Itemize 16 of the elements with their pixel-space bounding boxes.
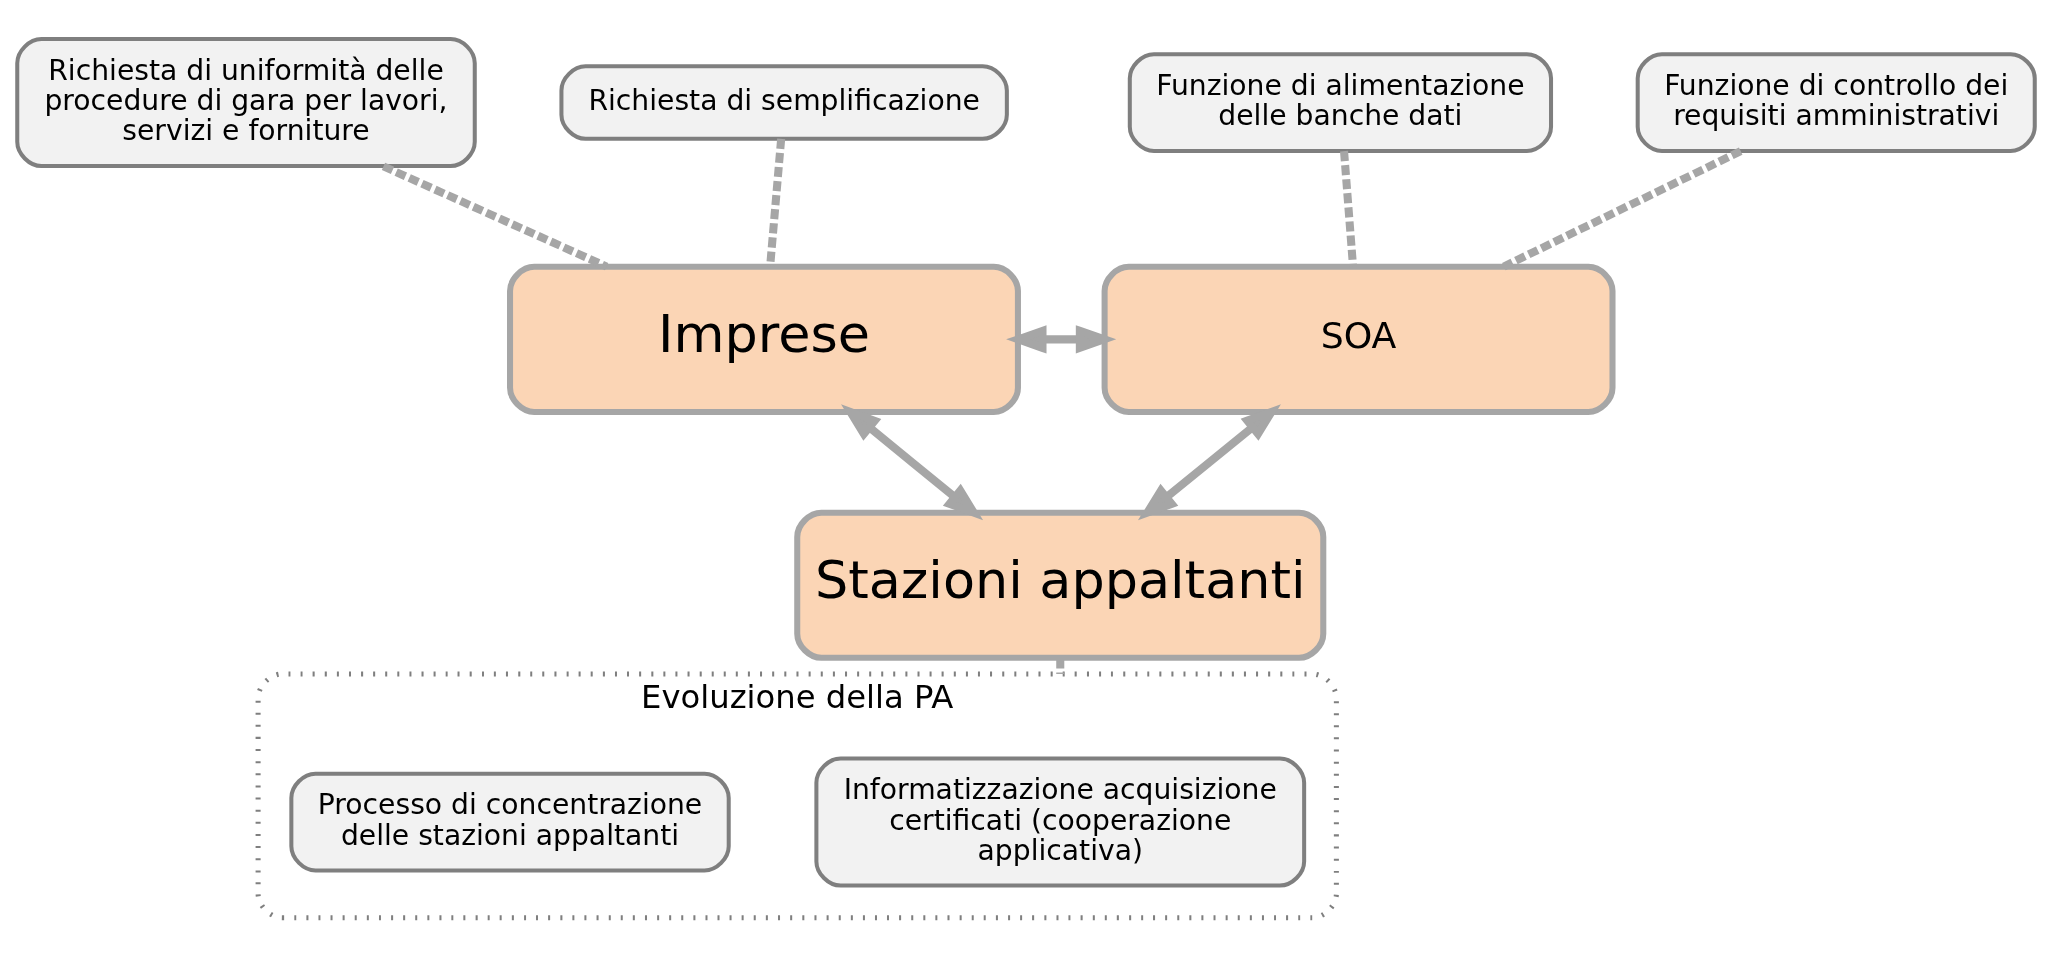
node-box: Richiesta di uniformità delle procedure di gara per lavori, servizi e forniture	[14, 36, 477, 168]
node-box: Funzione di controllo dei requisiti amministrativi	[1635, 51, 2037, 153]
connector	[1501, 147, 1742, 270]
node-box: Imprese	[506, 263, 1021, 415]
node-box: Richiesta di semplificazione	[558, 63, 1009, 141]
arrow	[1137, 403, 1281, 520]
node-box: SOA	[1101, 263, 1616, 415]
arrow	[1005, 324, 1116, 353]
node-box: Informatizzazione acquisizione certificati (cooperazione applicativa)	[813, 756, 1306, 888]
connector	[1339, 150, 1357, 266]
node-box: Funzione di alimentazione delle banche dati	[1127, 51, 1553, 153]
node-box: Stazioni appaltanti	[793, 509, 1326, 661]
connector	[1055, 657, 1064, 674]
connector	[381, 162, 608, 270]
node-box: Processo di concentrazione delle stazioni appaltanti	[288, 771, 731, 872]
arrow	[840, 403, 983, 520]
